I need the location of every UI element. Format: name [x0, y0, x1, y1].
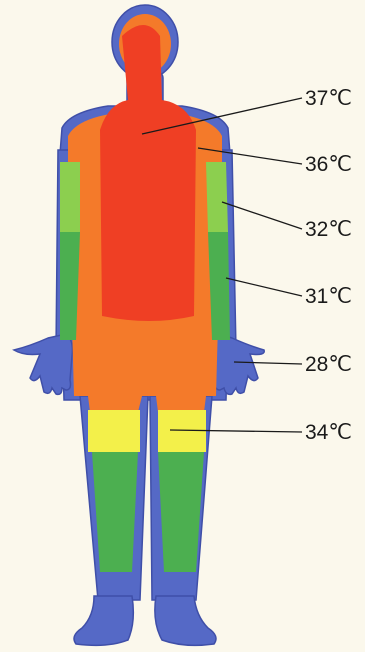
temp-label-torso: 37℃ — [305, 88, 352, 109]
shin-regions — [92, 452, 204, 572]
temp-label-knee: 34℃ — [305, 422, 352, 443]
temp-label-upper-arm: 32℃ — [305, 219, 352, 240]
temp-label-forearm: 31℃ — [305, 286, 352, 307]
temp-label-hand: 28℃ — [305, 354, 352, 375]
leader-line-forearm — [226, 278, 302, 296]
core-region — [100, 25, 196, 321]
temp-label-shoulder: 36℃ — [305, 154, 352, 175]
